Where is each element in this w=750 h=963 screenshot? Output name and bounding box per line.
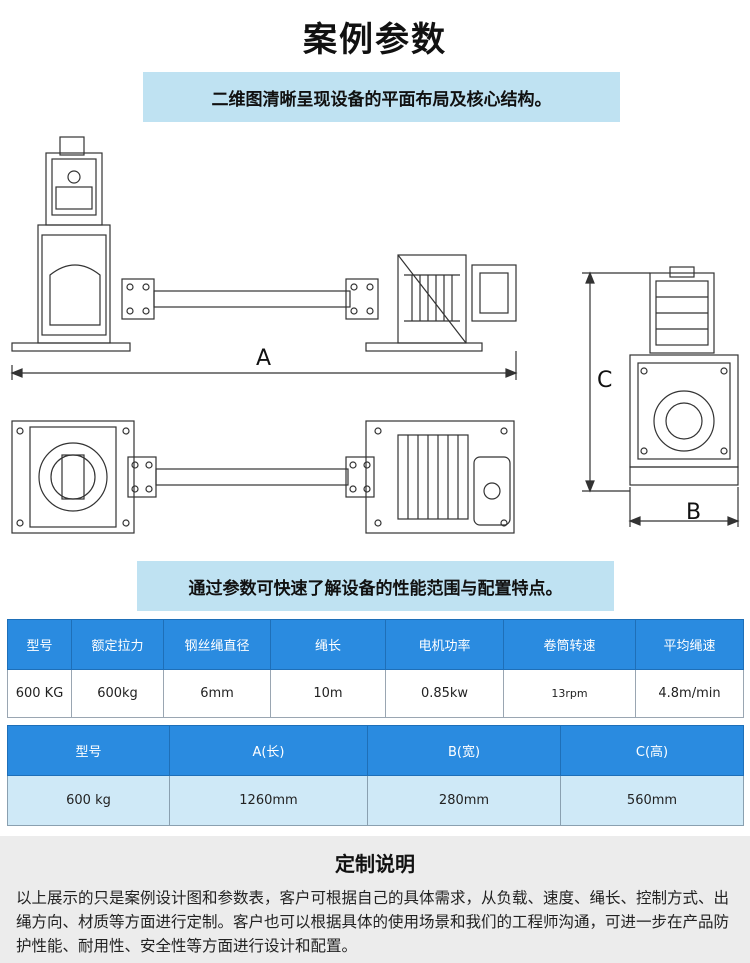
customization-title: 定制说明 bbox=[335, 852, 415, 876]
table-cell: 0.85kw bbox=[385, 669, 504, 718]
table-row: 600 KG 600kg 6mm 10m 0.85kw 13rpm 4.8m/m… bbox=[7, 669, 744, 718]
top-view bbox=[11, 420, 515, 534]
page-title: 案例参数 bbox=[303, 20, 447, 60]
header-cell: C(高) bbox=[560, 725, 744, 776]
header-cell: 额定拉力 bbox=[71, 619, 164, 670]
table-cell: 13rpm bbox=[503, 669, 636, 718]
header-cell: 卷筒转速 bbox=[503, 619, 636, 670]
header-cell: 型号 bbox=[7, 619, 72, 670]
customization-section: 定制说明 以上展示的只是案例设计图和参数表，客户可根据自己的具体需求，从负载、速… bbox=[0, 836, 750, 963]
table-row: 600 kg 1260mm 280mm 560mm bbox=[7, 775, 744, 826]
table-cell: 560mm bbox=[560, 775, 744, 826]
table-cell: 280mm bbox=[367, 775, 561, 826]
performance-table: 型号 额定拉力 钢丝绳直径 绳长 电机功率 卷筒转速 平均绳速 600 KG 6… bbox=[7, 619, 744, 718]
table-header-row: 型号 额定拉力 钢丝绳直径 绳长 电机功率 卷筒转速 平均绳速 bbox=[7, 619, 744, 670]
dimension-label-a: A bbox=[256, 346, 271, 371]
front-view bbox=[582, 266, 740, 527]
header-cell: 电机功率 bbox=[385, 619, 504, 670]
header-cell: 型号 bbox=[7, 725, 170, 776]
header-cell: A(长) bbox=[169, 725, 368, 776]
dimension-table: 型号 A(长) B(宽) C(高) 600 kg 1260mm 280mm 56… bbox=[7, 725, 744, 826]
params-intro-banner: 通过参数可快速了解设备的性能范围与配置特点。 bbox=[137, 561, 614, 611]
table-cell: 600 kg bbox=[7, 775, 170, 826]
table-cell: 6mm bbox=[163, 669, 271, 718]
side-view bbox=[10, 136, 518, 380]
dimension-label-c: C bbox=[597, 368, 612, 393]
header-cell: 钢丝绳直径 bbox=[163, 619, 271, 670]
table-cell: 1260mm bbox=[169, 775, 368, 826]
customization-text: 以上展示的只是案例设计图和参数表，客户可根据自己的具体需求，从负载、速度、绳长、… bbox=[16, 889, 730, 955]
table-cell: 4.8m/min bbox=[635, 669, 744, 718]
header-cell: 绳长 bbox=[270, 619, 386, 670]
header-cell: B(宽) bbox=[367, 725, 561, 776]
table-cell: 600 KG bbox=[7, 669, 72, 718]
dimension-label-b: B bbox=[686, 500, 701, 525]
technical-drawing: A C B bbox=[10, 136, 740, 534]
header-cell: 平均绳速 bbox=[635, 619, 744, 670]
drawing-intro-banner: 二维图清晰呈现设备的平面布局及核心结构。 bbox=[143, 72, 620, 122]
table-cell: 600kg bbox=[71, 669, 164, 718]
table-cell: 10m bbox=[270, 669, 386, 718]
table-header-row: 型号 A(长) B(宽) C(高) bbox=[7, 725, 744, 776]
